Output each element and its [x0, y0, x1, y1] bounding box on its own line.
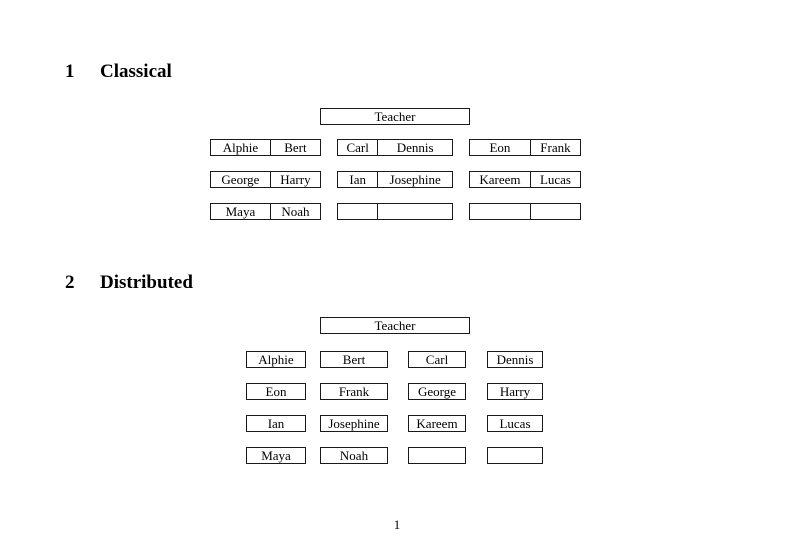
- classical-desk-column-3: Eon Frank Kareem Lucas: [469, 139, 581, 220]
- seat-name: Eon: [470, 140, 531, 155]
- seat-name: Alphie: [211, 140, 271, 155]
- seat-name: Dennis: [396, 140, 434, 155]
- seat: Frank: [320, 383, 388, 400]
- desk: Eon Frank: [469, 139, 581, 156]
- desk: Alphie Bert: [210, 139, 321, 156]
- seat-empty: [408, 447, 466, 464]
- distributed-seat-column-4: Dennis Harry Lucas: [487, 351, 543, 464]
- desk: Ian Josephine: [337, 171, 453, 188]
- seat-name-empty: [338, 204, 379, 219]
- desk: Carl Dennis: [337, 139, 453, 156]
- seat-name: Frank: [540, 140, 571, 155]
- distributed-seat-column-2: Bert Frank Josephine Noah: [320, 351, 388, 464]
- section-title: Classical: [100, 61, 172, 82]
- page-number: 1: [393, 517, 401, 532]
- section-number: 2: [65, 272, 75, 293]
- distributed-seat-column-1: Alphie Eon Ian Maya: [246, 351, 306, 464]
- seat-name: Maya: [211, 204, 271, 219]
- seat: Harry: [487, 383, 543, 400]
- desk: George Harry: [210, 171, 321, 188]
- desk-empty: [337, 203, 453, 220]
- seat: Eon: [246, 383, 306, 400]
- seat-name: Josephine: [389, 172, 441, 187]
- seat-name: Noah: [281, 204, 310, 219]
- seat: Maya: [246, 447, 306, 464]
- classical-desk-column-2: Carl Dennis Ian Josephine: [337, 139, 453, 220]
- desk-empty: [469, 203, 581, 220]
- seat-name: George: [211, 172, 271, 187]
- seat: Lucas: [487, 415, 543, 432]
- seat: Josephine: [320, 415, 388, 432]
- seat: Ian: [246, 415, 306, 432]
- seat: George: [408, 383, 466, 400]
- seat-name: Bert: [284, 140, 307, 155]
- seat-name-empty: [378, 204, 452, 219]
- seat-name: Ian: [338, 172, 379, 187]
- section-heading-distributed: 2 Distributed: [65, 272, 193, 294]
- seat: Noah: [320, 447, 388, 464]
- seat-empty: [487, 447, 543, 464]
- seat-name-empty: [470, 204, 531, 219]
- seat-name: Harry: [280, 172, 311, 187]
- distributed-seat-column-3: Carl George Kareem: [408, 351, 466, 464]
- seat: Alphie: [246, 351, 306, 368]
- section-title: Distributed: [100, 272, 193, 293]
- seat-name: Kareem: [470, 172, 531, 187]
- seat: Bert: [320, 351, 388, 368]
- desk: Kareem Lucas: [469, 171, 581, 188]
- section-number: 1: [65, 61, 75, 82]
- desk: Maya Noah: [210, 203, 321, 220]
- seat-name: Lucas: [539, 172, 571, 187]
- seat-name: Carl: [338, 140, 379, 155]
- teacher-box: Teacher: [320, 108, 470, 125]
- seat: Carl: [408, 351, 466, 368]
- classical-desk-column-1: Alphie Bert George Harry Maya Noah: [210, 139, 321, 220]
- seat: Dennis: [487, 351, 543, 368]
- seat: Kareem: [408, 415, 466, 432]
- teacher-box: Teacher: [320, 317, 470, 334]
- section-heading-classical: 1 Classical: [65, 61, 172, 83]
- seat-name-empty: [531, 204, 580, 219]
